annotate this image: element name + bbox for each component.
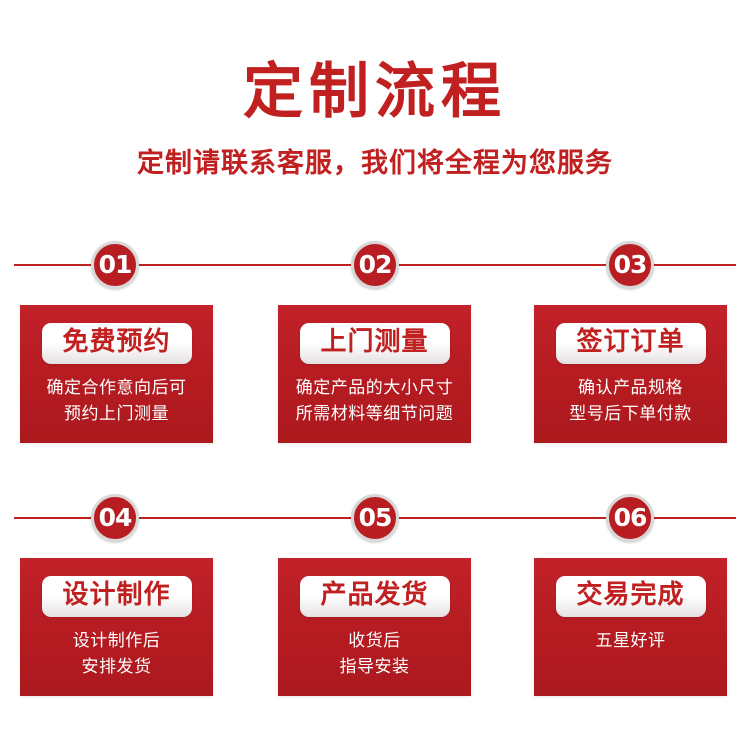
step-card-03: 签订订单 确认产品规格 型号后下单付款	[534, 305, 727, 443]
step-card-01-line-2: 预约上门测量	[64, 403, 169, 424]
step-card-06: 交易完成 五星好评	[534, 558, 727, 696]
step-card-04-line-2: 安排发货	[81, 656, 152, 677]
step-card-02-line-1: 确定产品的大小尺寸	[295, 377, 454, 398]
step-card-01-line-1: 确定合作意向后可	[46, 377, 187, 398]
step-badge-01: 01	[91, 241, 139, 289]
step-row-2: 04 05 06 设计制作 设计制作后 安排发货 产品发货 收货后 指导安装	[0, 488, 750, 710]
step-card-03-body: 确认产品规格 型号后下单付款	[534, 376, 727, 428]
page-subtitle: 定制请联系客服，我们将全程为您服务	[137, 148, 613, 179]
page-header: 定制流程 定制请联系客服，我们将全程为您服务	[0, 0, 750, 177]
step-card-02-body: 确定产品的大小尺寸 所需材料等细节问题	[278, 376, 471, 428]
step-card-01: 免费预约 确定合作意向后可 预约上门测量	[20, 305, 213, 443]
step-card-05-title: 产品发货	[299, 576, 450, 617]
step-card-03-line-1: 确认产品规格	[578, 377, 683, 398]
step-card-02-line-2: 所需材料等细节问题	[295, 403, 454, 424]
step-badge-05: 05	[351, 494, 399, 542]
step-badge-03: 03	[606, 241, 654, 289]
step-badge-02: 02	[351, 241, 399, 289]
step-cards-row-2: 设计制作 设计制作后 安排发货 产品发货 收货后 指导安装 交易完成 五星好评	[0, 558, 750, 710]
step-card-04-line-1: 设计制作后	[72, 630, 161, 651]
step-card-04-body: 设计制作后 安排发货	[20, 629, 213, 681]
step-card-05-line-2: 指导安装	[339, 656, 410, 677]
step-badge-06: 06	[606, 494, 654, 542]
step-card-01-title: 免费预约	[41, 323, 192, 364]
step-card-05: 产品发货 收货后 指导安装	[278, 558, 471, 696]
step-card-06-line-1: 五星好评	[595, 630, 666, 651]
step-row-1: 01 02 03 免费预约 确定合作意向后可 预约上门测量 上门测量 确定产品的…	[0, 235, 750, 457]
badge-rail-row-2: 04 05 06	[0, 488, 750, 548]
step-card-02-title: 上门测量	[299, 323, 450, 364]
step-card-03-title: 签订订单	[555, 323, 706, 364]
page-title: 定制流程	[243, 57, 507, 127]
step-card-06-title: 交易完成	[555, 576, 706, 617]
step-card-05-body: 收货后 指导安装	[278, 629, 471, 681]
step-cards-row-1: 免费预约 确定合作意向后可 预约上门测量 上门测量 确定产品的大小尺寸 所需材料…	[0, 305, 750, 457]
step-card-02: 上门测量 确定产品的大小尺寸 所需材料等细节问题	[278, 305, 471, 443]
step-card-04-title: 设计制作	[41, 576, 192, 617]
step-card-04: 设计制作 设计制作后 安排发货	[20, 558, 213, 696]
step-card-01-body: 确定合作意向后可 预约上门测量	[20, 376, 213, 428]
step-badge-04: 04	[91, 494, 139, 542]
step-card-05-line-1: 收货后	[348, 630, 401, 651]
badge-rail-row-1: 01 02 03	[0, 235, 750, 295]
step-card-03-line-2: 型号后下单付款	[569, 403, 692, 424]
step-card-06-body: 五星好评	[534, 629, 727, 655]
